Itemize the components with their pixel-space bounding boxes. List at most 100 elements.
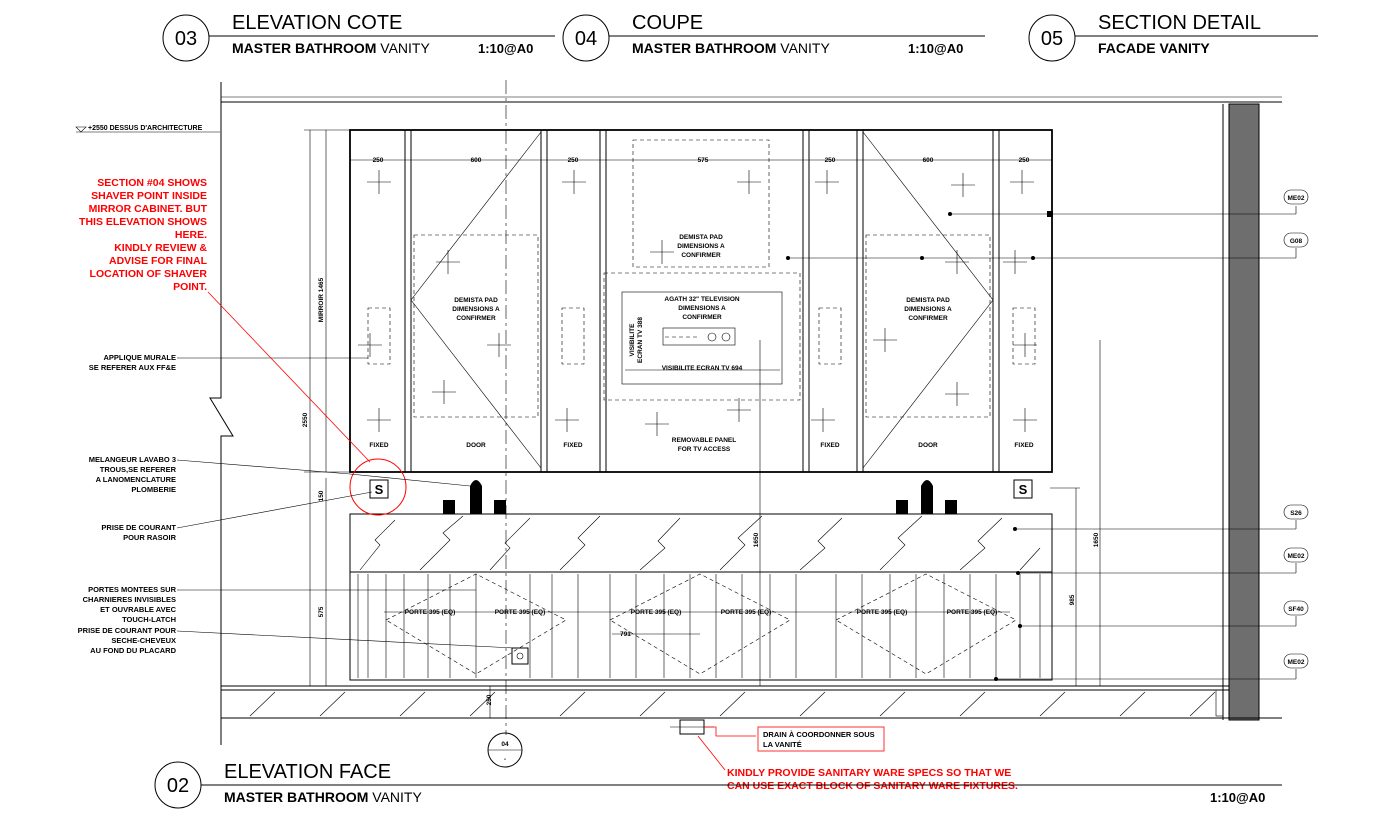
panel-label: DOOR <box>918 442 938 449</box>
annotation-text: AU FOND DU PLACARD <box>90 646 176 655</box>
view-title: COUPE <box>632 12 703 34</box>
view-subtitle: MASTER BATHROOM VANITY <box>632 40 830 56</box>
demista-label: DEMISTA PAD <box>454 297 498 304</box>
dim-label: 600 <box>471 157 482 164</box>
dim-label: 250 <box>825 157 836 164</box>
view-number-badge <box>162 14 210 62</box>
dim-label: 250 <box>373 157 384 164</box>
tv-labels: AGATH 32" TELEVISION DIMENSIONS A CONFIR… <box>625 296 780 372</box>
door-label: PORTE 395 (EQ) <box>631 609 682 616</box>
tv-label: AGATH 32" TELEVISION <box>664 296 740 303</box>
review-note: ADVISE FOR FINAL <box>109 255 208 267</box>
panel-label: FIXED <box>563 442 582 449</box>
review-note: LOCATION OF SHAVER <box>90 268 208 280</box>
panel-labels: FIXED DOOR FIXED REMOVABLE PANEL FOR TV … <box>369 437 1033 453</box>
demista-label: CONFIRMER <box>681 252 721 259</box>
section-number: 04 <box>501 741 509 748</box>
annotation-text: PLOMBERIE <box>131 485 176 494</box>
review-note: KINDLY PROVIDE SANITARY WARE SPECS SO TH… <box>727 767 1011 779</box>
view-number-badge <box>1028 14 1076 62</box>
demista-label: DEMISTA PAD <box>679 234 723 241</box>
tag-badge <box>1283 600 1309 616</box>
view-subtitle: FACADE VANITY <box>1098 40 1210 56</box>
annotation-text: PRISE DE COURANT <box>101 523 176 532</box>
annotation-text: SECHE-CHEVEUX <box>111 636 176 645</box>
header-05: 05 SECTION DETAIL FACADE VANITY <box>1028 12 1318 62</box>
dim-label: 250 <box>486 694 493 705</box>
socket-symbol: S <box>375 482 384 497</box>
tv-label: DIMENSIONS A <box>678 305 726 312</box>
wall-frame <box>209 82 1282 745</box>
view-scale: 1:10@A0 <box>478 41 533 56</box>
demista-label: CONFIRMER <box>908 315 948 322</box>
panel-label: REMOVABLE PANEL <box>672 437 736 444</box>
tag-badge <box>1283 653 1309 669</box>
tv-visibility-h: VISIBILITE ECRAN TV 694 <box>662 365 743 372</box>
tag-badge <box>1283 504 1309 520</box>
tag-badge <box>1283 189 1309 205</box>
demista-label: DIMENSIONS A <box>452 306 500 313</box>
review-note: MIRROR CABINET. BUT <box>89 203 208 215</box>
material-tag: G08 <box>1290 238 1303 245</box>
tag-badge <box>1283 232 1309 248</box>
material-tag: ME02 <box>1288 553 1305 560</box>
mirror-cabinet <box>304 129 1053 473</box>
material-tag: SF40 <box>1288 606 1304 613</box>
review-note: SHAVER POINT INSIDE <box>91 190 207 202</box>
annotation-text: ET OUVRABLE AVEC <box>100 605 176 614</box>
view-number-badge <box>562 14 610 62</box>
review-note: KINDLY REVIEW & <box>114 242 207 254</box>
annotation-text: PORTES MONTEES SUR <box>88 585 177 594</box>
header-03: 03 ELEVATION COTE MASTER BATHROOM VANITY… <box>162 12 555 62</box>
door-label: PORTE 395 (EQ) <box>721 609 772 616</box>
door-label: PORTE 395 (EQ) <box>857 609 908 616</box>
panel-label: FIXED <box>820 442 839 449</box>
view-number: 02 <box>167 775 189 797</box>
drain-note: DRAIN À COORDONNER SOUS <box>763 730 875 739</box>
annotation-text: CHARNIERES INVISIBLES <box>83 595 176 604</box>
red-note-sanitary: KINDLY PROVIDE SANITARY WARE SPECS SO TH… <box>727 767 1018 792</box>
panel-label: FOR TV ACCESS <box>678 446 731 453</box>
annotation-text: TOUCH-LATCH <box>122 615 176 624</box>
view-title: ELEVATION COTE <box>232 12 402 34</box>
tv-label: CONFIRMER <box>682 314 722 321</box>
tv-visibility-v: ECRAN TV 388 <box>637 317 644 363</box>
view-title: ELEVATION FACE <box>224 761 391 783</box>
shaver-socket-left: S <box>349 458 407 516</box>
door-label: PORTE 395 (EQ) <box>495 609 546 616</box>
dim-label: 575 <box>318 606 325 617</box>
shaver-socket-right: S <box>1013 479 1033 499</box>
material-tags: ME02 G08 S26 ME02 SF40 ME02 <box>786 189 1309 681</box>
view-scale: 1:10@A0 <box>908 41 963 56</box>
annotation-text: A LANOMENCLATURE <box>96 475 176 484</box>
view-number: 03 <box>175 28 197 50</box>
demista-label: CONFIRMER <box>456 315 496 322</box>
dim-label: 150 <box>318 490 325 501</box>
dim-label: 250 <box>568 157 579 164</box>
annotation-text: POUR RASOIR <box>123 533 177 542</box>
material-tag: S26 <box>1290 510 1302 517</box>
door-label: PORTE 395 (EQ) <box>405 609 456 616</box>
view-number: 05 <box>1041 28 1063 50</box>
footer-02: 02 ELEVATION FACE MASTER BATHROOM VANITY… <box>154 761 1282 809</box>
level-note: +2550 DESSUS D'ARCHITECTURE <box>88 125 203 132</box>
panel-label: FIXED <box>369 442 388 449</box>
header-04: 04 COUPE MASTER BATHROOM VANITY 1:10@A0 <box>562 12 985 62</box>
faucet-left <box>443 480 506 514</box>
review-note: CAN USE EXACT BLOCK OF SANITARY WARE FIX… <box>727 780 1018 792</box>
view-subtitle: MASTER BATHROOM VANITY <box>232 40 430 56</box>
demista-label: DIMENSIONS A <box>677 243 725 250</box>
view-scale: 1:10@A0 <box>1210 790 1265 805</box>
drain-note: LA VANITÉ <box>763 740 802 749</box>
view-title: SECTION DETAIL <box>1098 12 1261 34</box>
panel-dimensions: 250 600 250 575 250 600 250 <box>350 157 1052 164</box>
annotation-text: TROUS,SE REFERER <box>100 465 177 474</box>
vanity-cabinet <box>349 571 1053 681</box>
dim-label: 575 <box>698 157 709 164</box>
vertical-dimensions: MIRROIR 1465 2550 150 575 250 1650 1650 … <box>302 130 1101 718</box>
review-note: POINT. <box>173 281 207 293</box>
material-tag: ME02 <box>1288 195 1305 202</box>
drain: DRAIN À COORDONNER SOUS LA VANITÉ <box>670 719 885 771</box>
dim-label: 1650 <box>753 532 760 547</box>
